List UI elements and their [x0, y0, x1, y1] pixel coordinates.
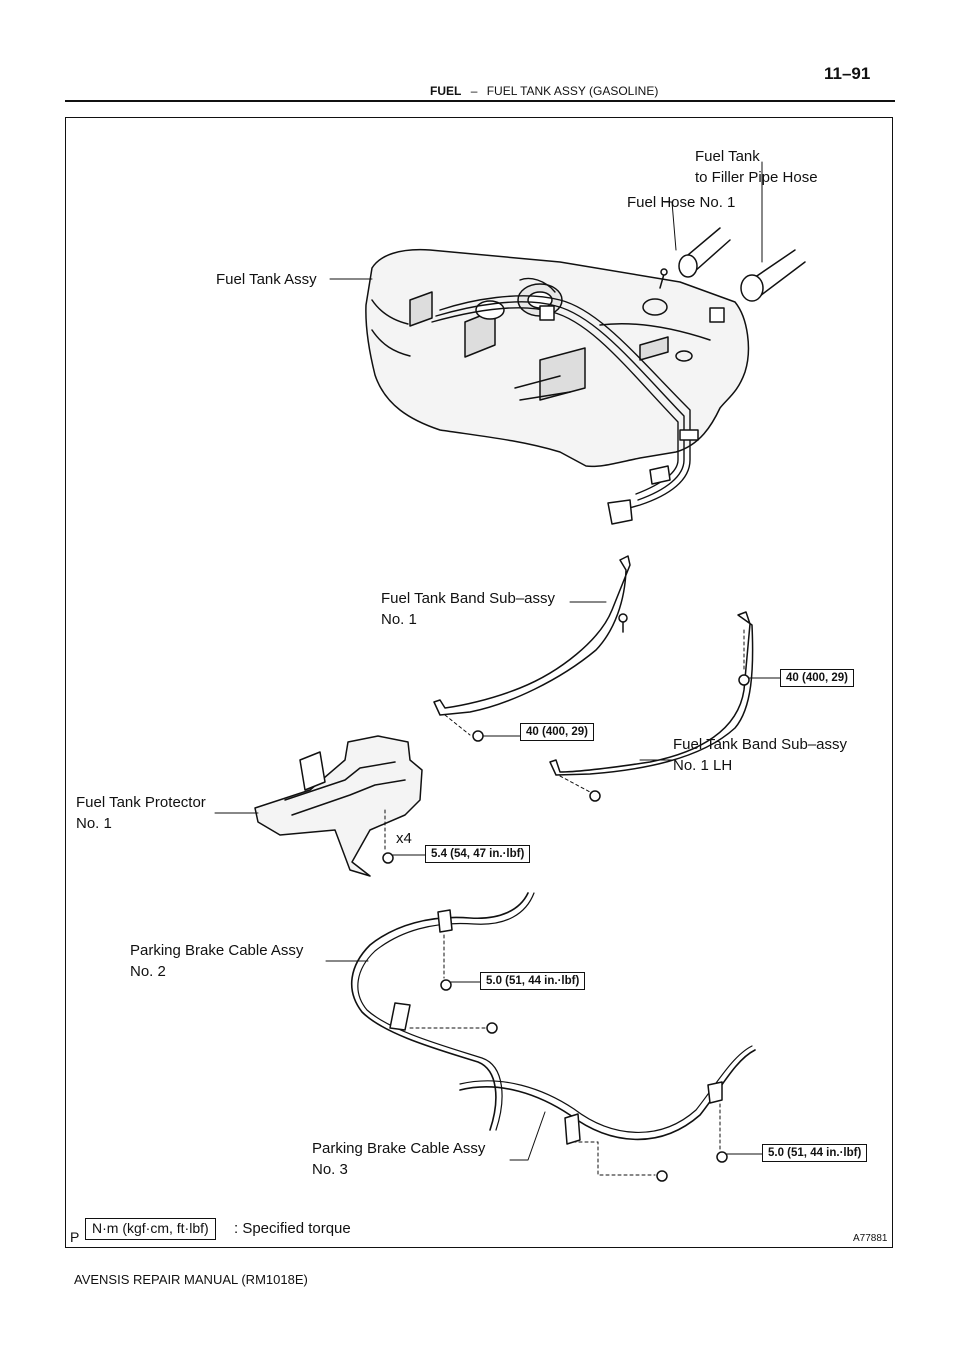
fuel-hoses	[678, 227, 806, 302]
parking-brake-cable-no2	[325, 892, 535, 1131]
section-subtitle: FUEL TANK ASSY (GASOLINE)	[486, 84, 659, 98]
label-fuel-tank-assy: Fuel Tank Assy	[216, 271, 317, 288]
label-parking-brake-cable-no2: Parking Brake Cable Assy No. 2	[130, 940, 303, 982]
label-fuel-tank-protector: Fuel Tank Protector No. 1	[76, 792, 206, 834]
header-rule	[65, 100, 895, 102]
torque-box-band-rh: 40 (400, 29)	[780, 669, 855, 687]
label-line: Fuel Tank Protector	[76, 794, 206, 811]
legend-unit-box: N·m (kgf·cm, ft·lbf)	[85, 1218, 216, 1240]
label-line: Parking Brake Cable Assy	[312, 1140, 486, 1157]
fuel-tank-band-no1	[433, 555, 631, 742]
label-fuel-tank-to-filler-hose: Fuel Tank to Filler Pipe Hose	[695, 146, 818, 188]
label-parking-brake-cable-no3: Parking Brake Cable Assy No. 3	[312, 1138, 485, 1180]
label-line: No. 2	[130, 963, 166, 980]
label-line: Fuel Tank	[695, 148, 760, 165]
label-fuel-hose-no1: Fuel Hose No. 1	[627, 194, 736, 211]
torque-box-cable3: 5.0 (51, 44 in.·lbf)	[762, 1144, 868, 1162]
fuel-tank-protector	[214, 735, 426, 877]
torque-box-cable2: 5.0 (51, 44 in.·lbf)	[480, 972, 586, 990]
label-quantity-x4: x4	[396, 830, 412, 847]
fuel-tank-illustration	[365, 248, 750, 525]
footer-manual-title: AVENSIS REPAIR MANUAL (RM1018E)	[74, 1272, 308, 1287]
label-line: Parking Brake Cable Assy	[130, 942, 304, 959]
corner-letter: P	[70, 1229, 80, 1245]
label-band-no1: Fuel Tank Band Sub–assy No. 1	[381, 588, 555, 630]
label-line: No. 1	[381, 611, 417, 628]
torque-box-band-lh: 40 (400, 29)	[520, 723, 595, 741]
label-line: No. 1	[76, 815, 112, 832]
torque-box-protector: 5.4 (54, 47 in.·lbf)	[425, 845, 531, 863]
label-line: to Filler Pipe Hose	[695, 169, 818, 186]
section-title: FUEL	[430, 84, 462, 98]
label-line: Fuel Tank Band Sub–assy	[673, 736, 848, 753]
parking-brake-cable-no3	[459, 1045, 763, 1182]
figure-frame	[65, 117, 893, 1248]
label-line: No. 3	[312, 1161, 348, 1178]
label-line: No. 1 LH	[673, 757, 733, 774]
page-number: 11–91	[824, 64, 871, 83]
fuel-tank-band-no1-lh	[549, 611, 781, 802]
label-line: Fuel Tank Band Sub–assy	[381, 590, 556, 607]
section-separator: –	[470, 84, 478, 98]
label-band-no1-lh: Fuel Tank Band Sub–assy No. 1 LH	[673, 734, 847, 776]
figure-id: A77881	[853, 1233, 888, 1244]
legend-text: : Specified torque	[234, 1220, 351, 1237]
section-header: FUEL – FUEL TANK ASSY (GASOLINE)	[430, 84, 658, 98]
